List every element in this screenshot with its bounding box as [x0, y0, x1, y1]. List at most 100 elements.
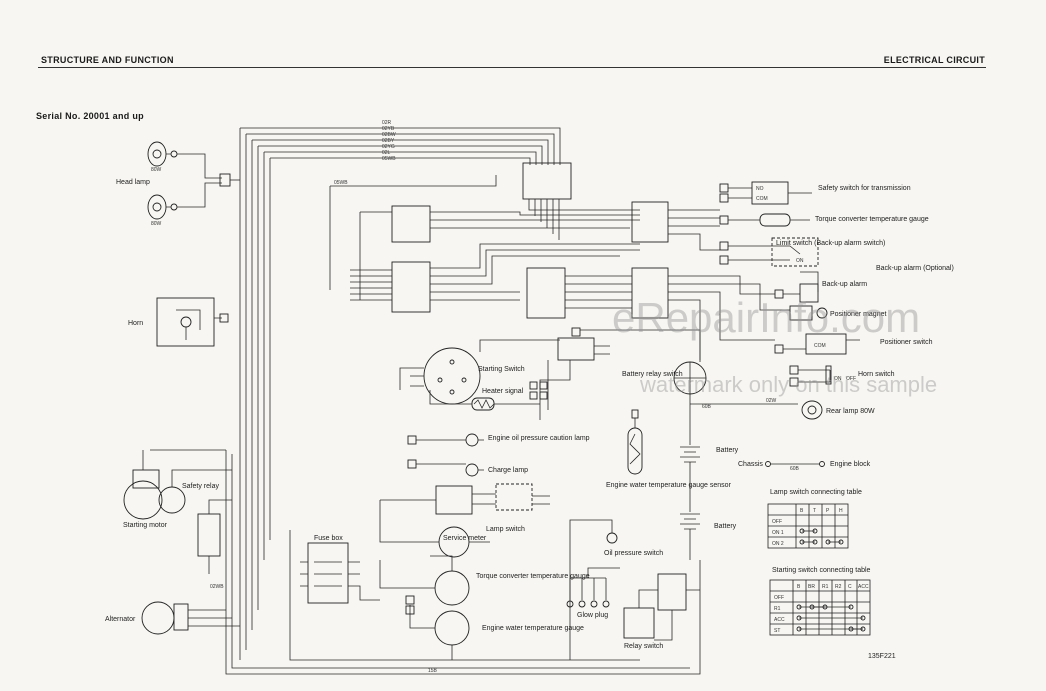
label-horn-switch-off: OFF — [846, 376, 856, 382]
head-lamp-connector — [219, 173, 231, 187]
label-fuse-box: Fuse box — [314, 535, 343, 542]
fuse-box — [300, 542, 380, 604]
label-starting-switch: Starting Switch — [478, 366, 525, 373]
heater-signal-coil — [429, 390, 540, 411]
water-temp-sensor — [627, 409, 643, 475]
start-table-col-br: BR — [808, 584, 815, 590]
torque-converter-sensor — [719, 213, 810, 227]
battery-1 — [680, 430, 700, 500]
wire-code-02yb: 02YB — [382, 126, 395, 132]
label-rear-lamp: Rear lamp 80W — [826, 408, 875, 415]
label-head-lamp-80w-1: 80W — [151, 167, 162, 173]
start-table-col-r1: R1 — [822, 584, 829, 590]
label-torque-gauge: Torque converter temperature gauge — [476, 573, 590, 580]
wire-code-02w: 02W — [766, 398, 777, 404]
label-alternator: Alternator — [105, 616, 136, 623]
lamp-table-col-h: H — [839, 508, 843, 514]
label-positioner-switch: Positioner switch — [880, 339, 933, 346]
rear-lamp — [690, 400, 823, 420]
lamp-table-title: Lamp switch connecting table — [770, 489, 862, 496]
positioner-switch — [774, 333, 860, 355]
label-safety-switch-com: COM — [756, 196, 768, 202]
connector-c — [526, 267, 632, 319]
backup-alarm — [774, 271, 819, 303]
connector-top — [522, 162, 640, 240]
wire-code-60b-chassis: 60B — [790, 466, 800, 472]
connector-b — [350, 243, 640, 313]
serial-number-heading: Serial No. 20001 and up — [36, 111, 144, 121]
oil-pressure-switch — [569, 519, 618, 660]
wire-code-15b: 15B — [428, 668, 438, 674]
label-battery-1: Battery — [716, 447, 739, 454]
starting-motor — [123, 449, 226, 520]
battery-2 — [680, 500, 700, 560]
chassis-ground-link — [765, 461, 825, 467]
charge-lamp — [407, 459, 484, 477]
wire-code-05wb-bundle: 05WB — [382, 156, 396, 162]
wire-code-02l: 02L — [382, 150, 391, 156]
lamp-switch-table: Lamp switch connecting table B T P H OFF… — [767, 489, 862, 549]
water-temp-gauge — [405, 595, 470, 660]
wire-code-02wb: 02WB — [210, 584, 224, 590]
wire-code-60b-relay: 60B — [702, 404, 712, 410]
label-oil-caution: Engine oil pressure caution lamp — [488, 435, 590, 442]
lamp-table-col-t: T — [813, 508, 816, 514]
label-battery-relay: Battery relay switch — [622, 371, 683, 378]
lamp-table-col-p: P — [826, 508, 830, 514]
wire-code-02yg: 02YG — [382, 144, 395, 150]
watermark-note: watermark only on this sample — [639, 372, 937, 397]
label-limit-switch: Limit switch (Back-up alarm switch) — [776, 240, 885, 247]
lamp-table-row-off: OFF — [772, 519, 782, 525]
label-positioner-switch-com: COM — [814, 343, 826, 349]
service-meter — [379, 500, 490, 558]
label-starting-motor: Starting motor — [123, 522, 168, 529]
label-water-sensor: Engine water temperature gauge sensor — [606, 482, 732, 489]
label-safety-switch: Safety switch for transmission — [818, 185, 911, 192]
label-water-gauge: Engine water temperature gauge — [482, 625, 584, 632]
lamp-table-col-b: B — [800, 508, 804, 514]
torque-converter-gauge — [379, 555, 470, 606]
label-horn-switch: Horn switch — [858, 371, 895, 378]
horn-box — [156, 297, 229, 347]
relay-switch — [623, 573, 700, 641]
label-positioner-magnet: Positioner magnet — [830, 311, 886, 318]
start-table-row-r1: R1 — [774, 606, 781, 612]
label-oil-pressure-switch: Oil pressure switch — [604, 550, 663, 557]
relay-block — [529, 327, 610, 420]
bottom-bus — [225, 450, 701, 675]
lamp-table-row-on2: ON 2 — [772, 541, 784, 547]
battery-relay-switch — [580, 329, 707, 430]
label-relay-switch: Relay switch — [624, 643, 663, 650]
page-title: ELECTRICAL CIRCUIT — [883, 55, 985, 65]
connector-a — [329, 175, 640, 300]
start-table-title: Starting switch connecting table — [772, 567, 871, 574]
label-service-meter: Service meter — [443, 535, 487, 542]
lamp-table-row-on1: ON 1 — [772, 530, 784, 536]
limit-switch — [719, 237, 819, 267]
safety-relay — [158, 469, 232, 574]
label-glow-plug: Glow plug — [577, 612, 608, 619]
wire-code-05wb: 05WB — [334, 180, 348, 186]
start-table-row-st: ST — [774, 628, 780, 634]
head-lamp-upper — [147, 141, 222, 179]
label-torque-right: Torque converter temperature gauge — [815, 216, 929, 223]
diagram-labels: Head lamp 80W 80W Horn Starting motor Sa… — [105, 120, 954, 674]
label-engine-block: Engine block — [830, 461, 871, 468]
label-horn-switch-on: ON — [834, 376, 842, 382]
lamp-switch — [380, 483, 550, 515]
top-harness-bundle — [239, 127, 561, 660]
label-safety-relay: Safety relay — [182, 483, 219, 490]
safety-switch-transmission — [719, 181, 812, 205]
wire-code-02r: 02R — [382, 120, 392, 126]
label-head-lamp-80w-2: 80W — [151, 221, 162, 227]
label-horn: Horn — [128, 320, 143, 327]
label-lamp-switch: Lamp switch — [486, 526, 525, 533]
alternator — [141, 601, 240, 635]
glow-plug-group — [566, 567, 620, 608]
oil-caution-lamp — [407, 433, 484, 447]
start-table-row-off: OFF — [774, 595, 784, 601]
start-table-col-c: C — [848, 584, 852, 590]
start-table-col-r2: R2 — [835, 584, 842, 590]
watermark-site: eRepairInfo.com — [612, 294, 920, 341]
